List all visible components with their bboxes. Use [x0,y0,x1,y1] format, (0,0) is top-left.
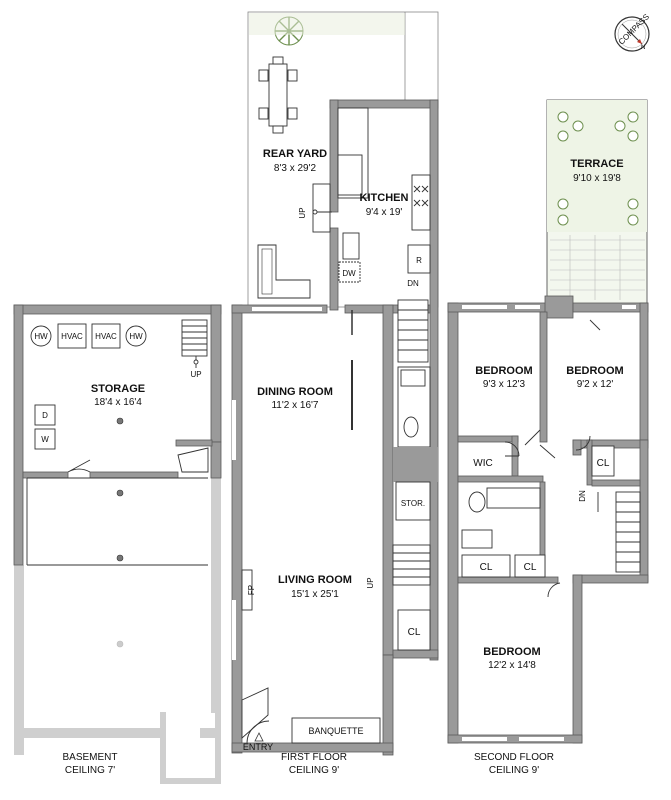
basement-caption: BASEMENT [62,752,117,763]
stove-icon [411,174,431,231]
water-heater-label: HW [129,332,143,341]
compass-icon: COMPASS N [614,12,651,52]
second-floor-ceiling: CEILING 9' [489,765,539,776]
basement-ceiling: CEILING 7' [65,765,115,776]
dryer-label: D [42,411,48,420]
closet-label: CL [408,627,421,638]
kitchen-name: KITCHEN [360,192,409,204]
banquette-label: BANQUETTE [308,726,363,736]
living-room-name: LIVING ROOM [278,574,352,586]
washer-icon [34,428,56,450]
toilet-icon [403,416,419,438]
hvac-unit-icon [91,323,121,349]
bedroom-3-name: BEDROOM [483,646,540,658]
storage-closet-label: STOR. [401,499,425,508]
dishwasher-icon [338,261,361,283]
second-floor-stair-dn-label: DN [578,490,587,502]
basement-plan: HW HVAC HVAC HW D W UP STORAGE 18'4 x 16… [13,304,222,784]
living-room-dims: 15'1 x 25'1 [291,589,339,600]
storage-room-name: STORAGE [91,383,145,395]
first-floor-stair-dn-label: DN [407,279,419,288]
bathtub-icon [486,487,541,509]
basement-stair-up-label: UP [190,370,201,379]
closet-left-label: CL [480,562,493,573]
terrace-name: TERRACE [570,158,623,170]
bedroom-1-dims: 9'3 x 12'3 [483,379,526,390]
entry-icon [254,732,264,742]
sink-icon [400,369,426,387]
storage-room-dims: 18'4 x 16'4 [94,397,142,408]
bedroom-3-dims: 12'2 x 14'8 [488,660,536,671]
kitchen-dims: 9'4 x 19' [366,207,403,218]
dryer-icon [34,404,56,426]
light-fixture-icon [116,417,124,425]
rear-yard-dims: 8'3 x 29'2 [274,163,317,174]
fireplace-label: FP [247,585,256,595]
hvac-label: HVAC [61,332,83,341]
bedroom-2-dims: 9'2 x 12' [577,379,614,390]
sink-icon [461,529,493,549]
bedroom-1-name: BEDROOM [475,365,532,377]
closet-right-label: CL [597,458,610,469]
first-floor-caption: FIRST FLOOR [281,752,347,763]
entry-label: ENTRY [243,742,273,752]
outdoor-sofa-icon [257,244,311,299]
compass-north-label: N [641,45,645,51]
toilet-icon [468,491,486,513]
rear-yard-name: REAR YARD [263,148,327,160]
banquette-icon [291,717,381,744]
first-floor-plan: R DW UP DN [231,11,439,776]
bedroom-2-name: BEDROOM [566,365,623,377]
closet-mid-label: CL [524,562,537,573]
deck-pattern [550,235,645,300]
light-fixture-icon [116,489,124,497]
outdoor-table-icon [258,56,298,134]
light-fixture-icon [116,640,124,648]
second-floor-plan: WIC CL CL CL DN TERRACE 9'10 x 19'8 BEDR… [447,99,649,776]
washer-label: W [41,435,49,444]
dining-room-dims: 11'2 x 16'7 [271,400,318,411]
refrigerator-icon [407,244,431,274]
hvac-label: HVAC [95,332,117,341]
wic-label: WIC [473,458,492,469]
living-stair-up-label: UP [366,577,375,588]
water-heater-icon [30,325,52,347]
sink-icon [342,232,360,260]
first-floor-ceiling: CEILING 9' [289,765,339,776]
hvac-unit-icon [57,323,87,349]
water-heater-label: HW [34,332,48,341]
dishwasher-label: DW [342,269,356,278]
dining-room-name: DINING ROOM [257,386,333,398]
refrigerator-label: R [416,256,422,265]
planter-icon [557,111,639,226]
terrace-dims: 9'10 x 19'8 [573,173,621,184]
yard-stair-up-label: UP [298,207,307,218]
second-floor-caption: SECOND FLOOR [474,752,554,763]
light-fixture-icon [116,554,124,562]
water-heater-icon [125,325,147,347]
